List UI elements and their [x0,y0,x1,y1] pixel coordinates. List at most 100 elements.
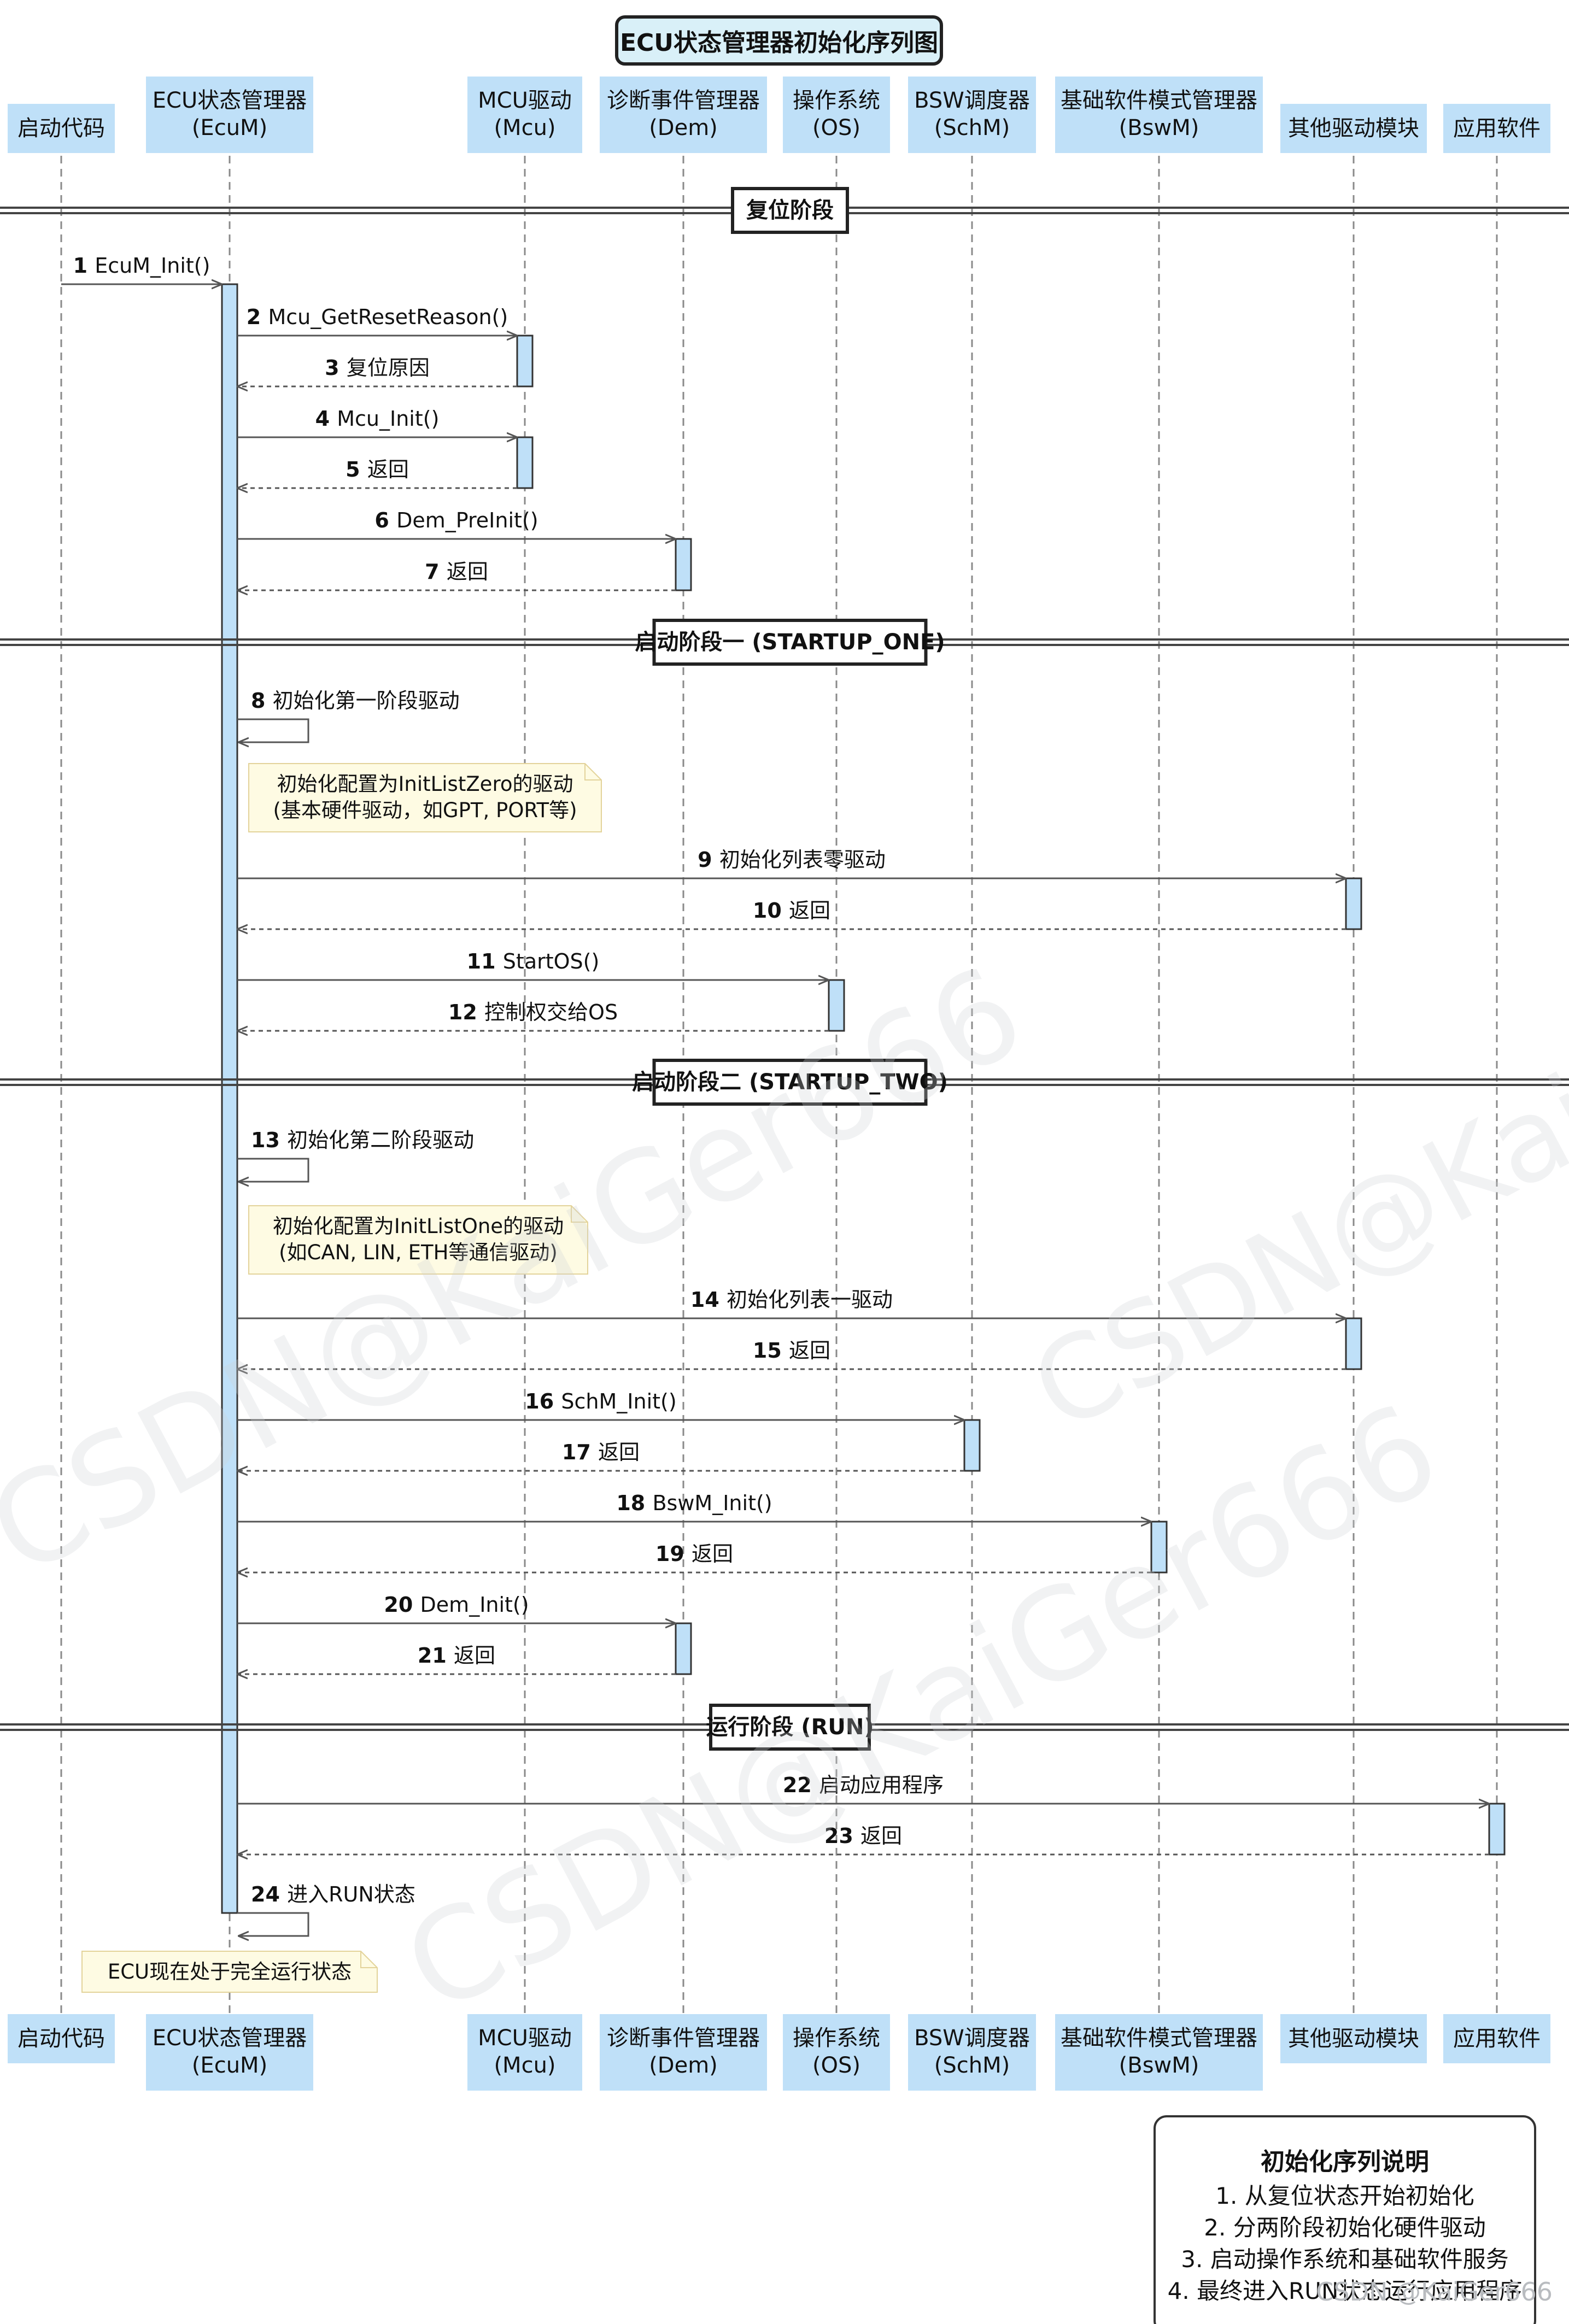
message-label: 16 SchM_Init() [525,1389,676,1413]
message-label: 4 Mcu_Init() [315,407,440,431]
participant-label: (OS) [812,115,860,140]
message-label: 7 返回 [425,560,488,584]
message-number: 24 [251,1882,287,1906]
message-4: 4 Mcu_Init() [237,407,517,438]
message-text: 返回 [367,457,409,482]
participant-bottom-app: 应用软件 [1443,2014,1550,2063]
message-label: 9 初始化列表零驱动 [698,848,886,872]
phase-label: 启动阶段一 (STARTUP_ONE) [635,630,945,655]
participant-label: 应用软件 [1453,2026,1541,2051]
message-text: 初始化第二阶段驱动 [287,1128,474,1152]
message-label: 21 返回 [418,1644,495,1668]
message-number: 11 [467,949,503,973]
message-13: 13 初始化第二阶段驱动 [237,1128,474,1182]
participant-bottom-schm: BSW调度器(SchM) [908,2014,1036,2091]
message-label: 5 返回 [346,457,409,482]
message-number: 17 [562,1440,598,1464]
message-text: 返回 [447,560,488,584]
legend-title: 初始化序列说明 [1261,2148,1429,2176]
participant-box [8,104,115,153]
participant-box [1443,2014,1550,2063]
participant-bottom-other: 其他驱动模块 [1280,2014,1427,2063]
note-fold [360,1951,377,1968]
message-number: 22 [783,1773,819,1797]
self-message-arrow [237,718,309,742]
message-5: 5 返回 [237,457,517,489]
message-text: 返回 [789,899,830,923]
participant-box [8,2014,115,2063]
phase-label: 运行阶段 (RUN) [706,1715,874,1740]
note-fold [571,1206,588,1223]
participant-label: (Mcu) [494,2053,555,2078]
participant-label: 启动代码 [17,2026,105,2051]
message-label: 24 进入RUN状态 [251,1882,415,1906]
participant-label: (BswM) [1119,115,1199,140]
message-20: 20 Dem_Init() [237,1593,676,1624]
message-label: 3 复位原因 [325,356,430,380]
legend-line: 1. 从复位状态开始初始化 [1215,2182,1474,2209]
participant-label: (Mcu) [494,115,555,140]
participant-bottom-dem: 诊断事件管理器(Dem) [600,2014,767,2091]
participant-label: (Dem) [649,2053,718,2078]
message-number: 4 [315,407,337,431]
note-box [248,1205,588,1275]
note-box [248,763,602,832]
participant-bottom-ecum: ECU状态管理器(EcuM) [146,2014,313,2091]
message-text: Mcu_Init() [337,407,439,431]
activation-bar-schm [963,1419,981,1472]
message-19: 19 返回 [237,1542,1151,1573]
message-label: 18 BswM_Init() [616,1491,772,1515]
participant-label: 启动代码 [17,116,105,141]
message-6: 6 Dem_PreInit() [237,508,676,539]
participant-box [783,77,890,153]
message-text: 初始化列表零驱动 [719,848,886,872]
message-text: Mcu_GetResetReason() [268,305,508,329]
message-number: 21 [418,1644,454,1668]
participant-label: 基础软件模式管理器 [1061,88,1257,113]
participant-label: (EcuM) [192,2053,267,2078]
message-text: BswM_Init() [652,1491,772,1515]
activation-bar-app [1488,1803,1506,1856]
participant-label: (Dem) [649,115,718,140]
message-number: 18 [616,1491,652,1515]
message-17: 17 返回 [237,1440,964,1471]
legend-line: 2. 分两阶段初始化硬件驱动 [1204,2214,1486,2241]
activation-bar-mcu [516,436,534,489]
participant-bottom-mcu: MCU驱动(Mcu) [467,2014,582,2091]
legend-line: 4. 最终进入RUN状态运行应用程序 [1167,2278,1523,2304]
participant-box [908,77,1036,153]
participant-label: 操作系统 [793,2026,880,2051]
participant-box [467,2014,582,2091]
participant-top-mcu: MCU驱动(Mcu) [467,77,582,153]
message-number: 15 [753,1339,789,1363]
message-label: 12 控制权交给OS [448,1000,618,1024]
participant-label: (BswM) [1119,2053,1199,2078]
message-label: 17 返回 [562,1440,640,1464]
message-number: 6 [374,508,396,532]
note: 初始化配置为InitListOne的驱动(如CAN, LIN, ETH等通信驱动… [248,1205,588,1275]
message-label: 10 返回 [753,899,830,923]
activation-bar-ecum [221,283,238,1914]
message-text: 返回 [860,1824,902,1848]
message-text: 进入RUN状态 [287,1882,415,1906]
message-14: 14 初始化列表一驱动 [237,1288,1346,1319]
note-text: (基本硬件驱动，如GPT, PORT等) [273,799,577,822]
message-text: 返回 [454,1644,495,1668]
message-text: 复位原因 [347,356,430,380]
message-label: 2 Mcu_GetResetReason() [247,305,508,329]
participant-box [1443,104,1550,153]
participant-box [1055,2014,1263,2091]
participant-box [146,2014,313,2091]
activation-bar-bswm [1150,1521,1168,1574]
message-12: 12 控制权交给OS [237,1000,829,1031]
diagram-title: ECU状态管理器初始化序列图 [615,15,943,66]
participant-top-dem: 诊断事件管理器(Dem) [600,77,767,153]
message-text: 返回 [598,1440,640,1464]
message-10: 10 返回 [237,899,1346,930]
message-label: 20 Dem_Init() [384,1593,529,1617]
participant-top-other: 其他驱动模块 [1280,104,1427,153]
participant-top-app: 应用软件 [1443,104,1550,153]
message-16: 16 SchM_Init() [237,1389,964,1421]
participant-box [1280,104,1427,153]
